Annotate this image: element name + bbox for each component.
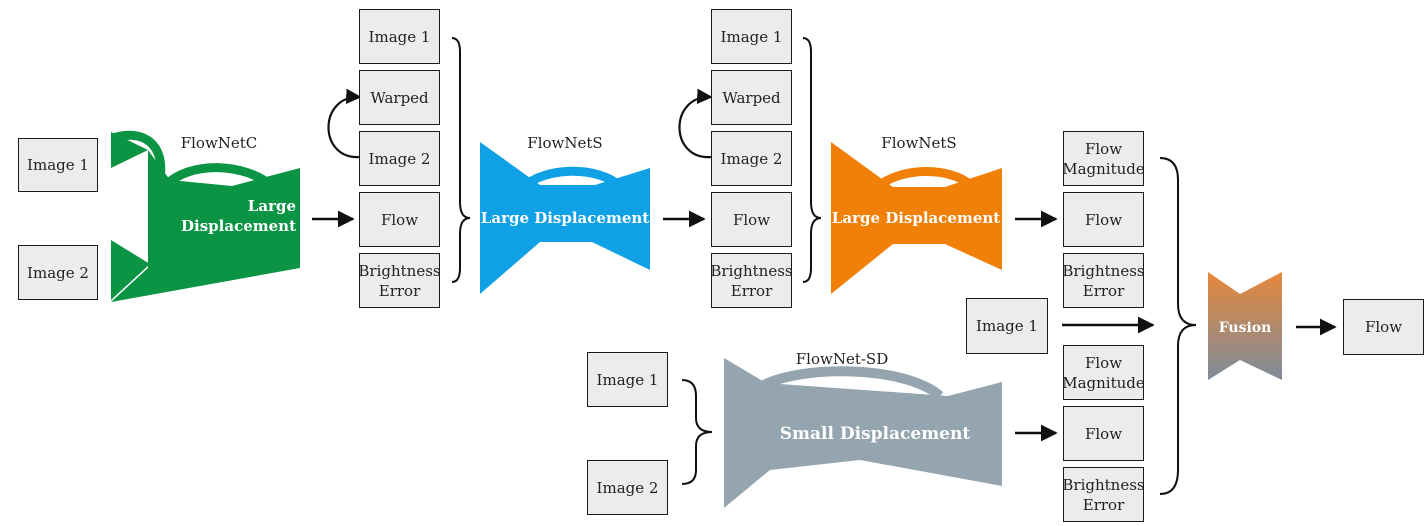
flownets-blue-skip-arc xyxy=(518,166,624,192)
stage1-output-warped: Warped xyxy=(359,70,440,125)
stage3-output-flow: Flow xyxy=(1063,192,1144,247)
flownetsd-text: Small Displacement xyxy=(780,424,971,444)
flownetsd-input-image1: Image 1 xyxy=(587,352,668,407)
flownetsd-input-image2-label: Image 2 xyxy=(596,478,659,497)
stage1-output-flow: Flow xyxy=(359,192,440,247)
flownetc-skip-arc-large xyxy=(161,163,275,190)
fusion-network-shape: Fusion xyxy=(1208,272,1282,380)
final-output-flow-label: Flow xyxy=(1364,318,1403,336)
flownetsd-network-shape: Small Displacement xyxy=(724,358,1002,508)
brace-stage1 xyxy=(451,37,471,283)
flownetsd-skip-arc xyxy=(759,366,944,400)
flownets-blue-text: Large Displacement xyxy=(481,209,649,227)
flownetc-input-image2: Image 2 xyxy=(18,245,98,300)
flownetsd-input-image2: Image 2 xyxy=(587,460,668,515)
sd-output-flow-label: Flow xyxy=(1084,424,1123,443)
flownetc-title: FlowNetC xyxy=(180,134,258,152)
flownetc-network-shape: Large Displacement xyxy=(111,130,300,302)
flownetc-upper-input-wedge xyxy=(111,132,148,168)
stage2-output-image2: Image 2 xyxy=(711,131,792,186)
stage1-output-image1-label: Image 1 xyxy=(368,27,431,46)
stage2-output-flow-label: Flow xyxy=(732,210,771,229)
stage1-output-image1: Image 1 xyxy=(359,9,440,64)
flownetc-lower-input-wedge xyxy=(111,240,150,300)
warp-loop-arrow-1 xyxy=(327,88,362,159)
flownetc-body xyxy=(111,150,300,302)
flownets-orange-skip-arc xyxy=(870,167,976,194)
flownets-orange-network-shape: Large Displacement xyxy=(831,142,1002,294)
stage1-output-warped-label: Warped xyxy=(370,88,429,107)
flownetsd-input-image1-label: Image 1 xyxy=(596,370,659,389)
flownetc-text-line1: Large xyxy=(248,197,296,215)
fusion-text: Fusion xyxy=(1219,320,1272,336)
warp-loop-arrow-2 xyxy=(678,88,713,159)
fusion-input-image1: Image 1 xyxy=(966,298,1048,354)
stage2-output-warped: Warped xyxy=(711,70,792,125)
flownets-blue-network-shape: Large Displacement xyxy=(480,142,650,294)
flownetc-input-image1-label: Image 1 xyxy=(27,156,89,174)
stage2-output-flow: Flow xyxy=(711,192,792,247)
fusion-input-image1-label: Image 1 xyxy=(976,317,1038,335)
stage1-output-flow-label: Flow xyxy=(380,210,419,229)
stage2-output-image2-label: Image 2 xyxy=(720,149,783,168)
flownetc-text-line2: Displacement xyxy=(181,217,296,235)
flownets-orange-title: FlowNetS xyxy=(881,134,957,152)
stage2-output-image1-label: Image 1 xyxy=(720,27,783,46)
brace-flownetsd-inputs xyxy=(681,379,713,485)
stage2-output-image1: Image 1 xyxy=(711,9,792,64)
flownets-blue-body xyxy=(480,142,650,294)
flownetsd-title: FlowNet-SD xyxy=(795,350,889,368)
brace-stage2 xyxy=(802,37,822,283)
sd-output-flow: Flow xyxy=(1063,406,1144,461)
flownets-orange-body xyxy=(831,142,1002,294)
flownetc-skip-arc-small xyxy=(111,130,166,179)
flownetc-input-image2-label: Image 2 xyxy=(27,263,89,282)
fusion-body xyxy=(1208,272,1282,380)
stage1-output-image2-label: Image 2 xyxy=(368,149,431,168)
flownets-blue-title: FlowNetS xyxy=(527,134,603,152)
stage2-output-warped-label: Warped xyxy=(722,88,781,107)
final-output-flow: Flow xyxy=(1343,299,1424,355)
flownetc-input-image1: Image 1 xyxy=(18,138,98,192)
brace-fusion-inputs xyxy=(1159,157,1197,495)
flownets-orange-text: Large Displacement xyxy=(832,209,1000,227)
stage3-output-flow-label: Flow xyxy=(1084,210,1123,229)
stage1-output-image2: Image 2 xyxy=(359,131,440,186)
